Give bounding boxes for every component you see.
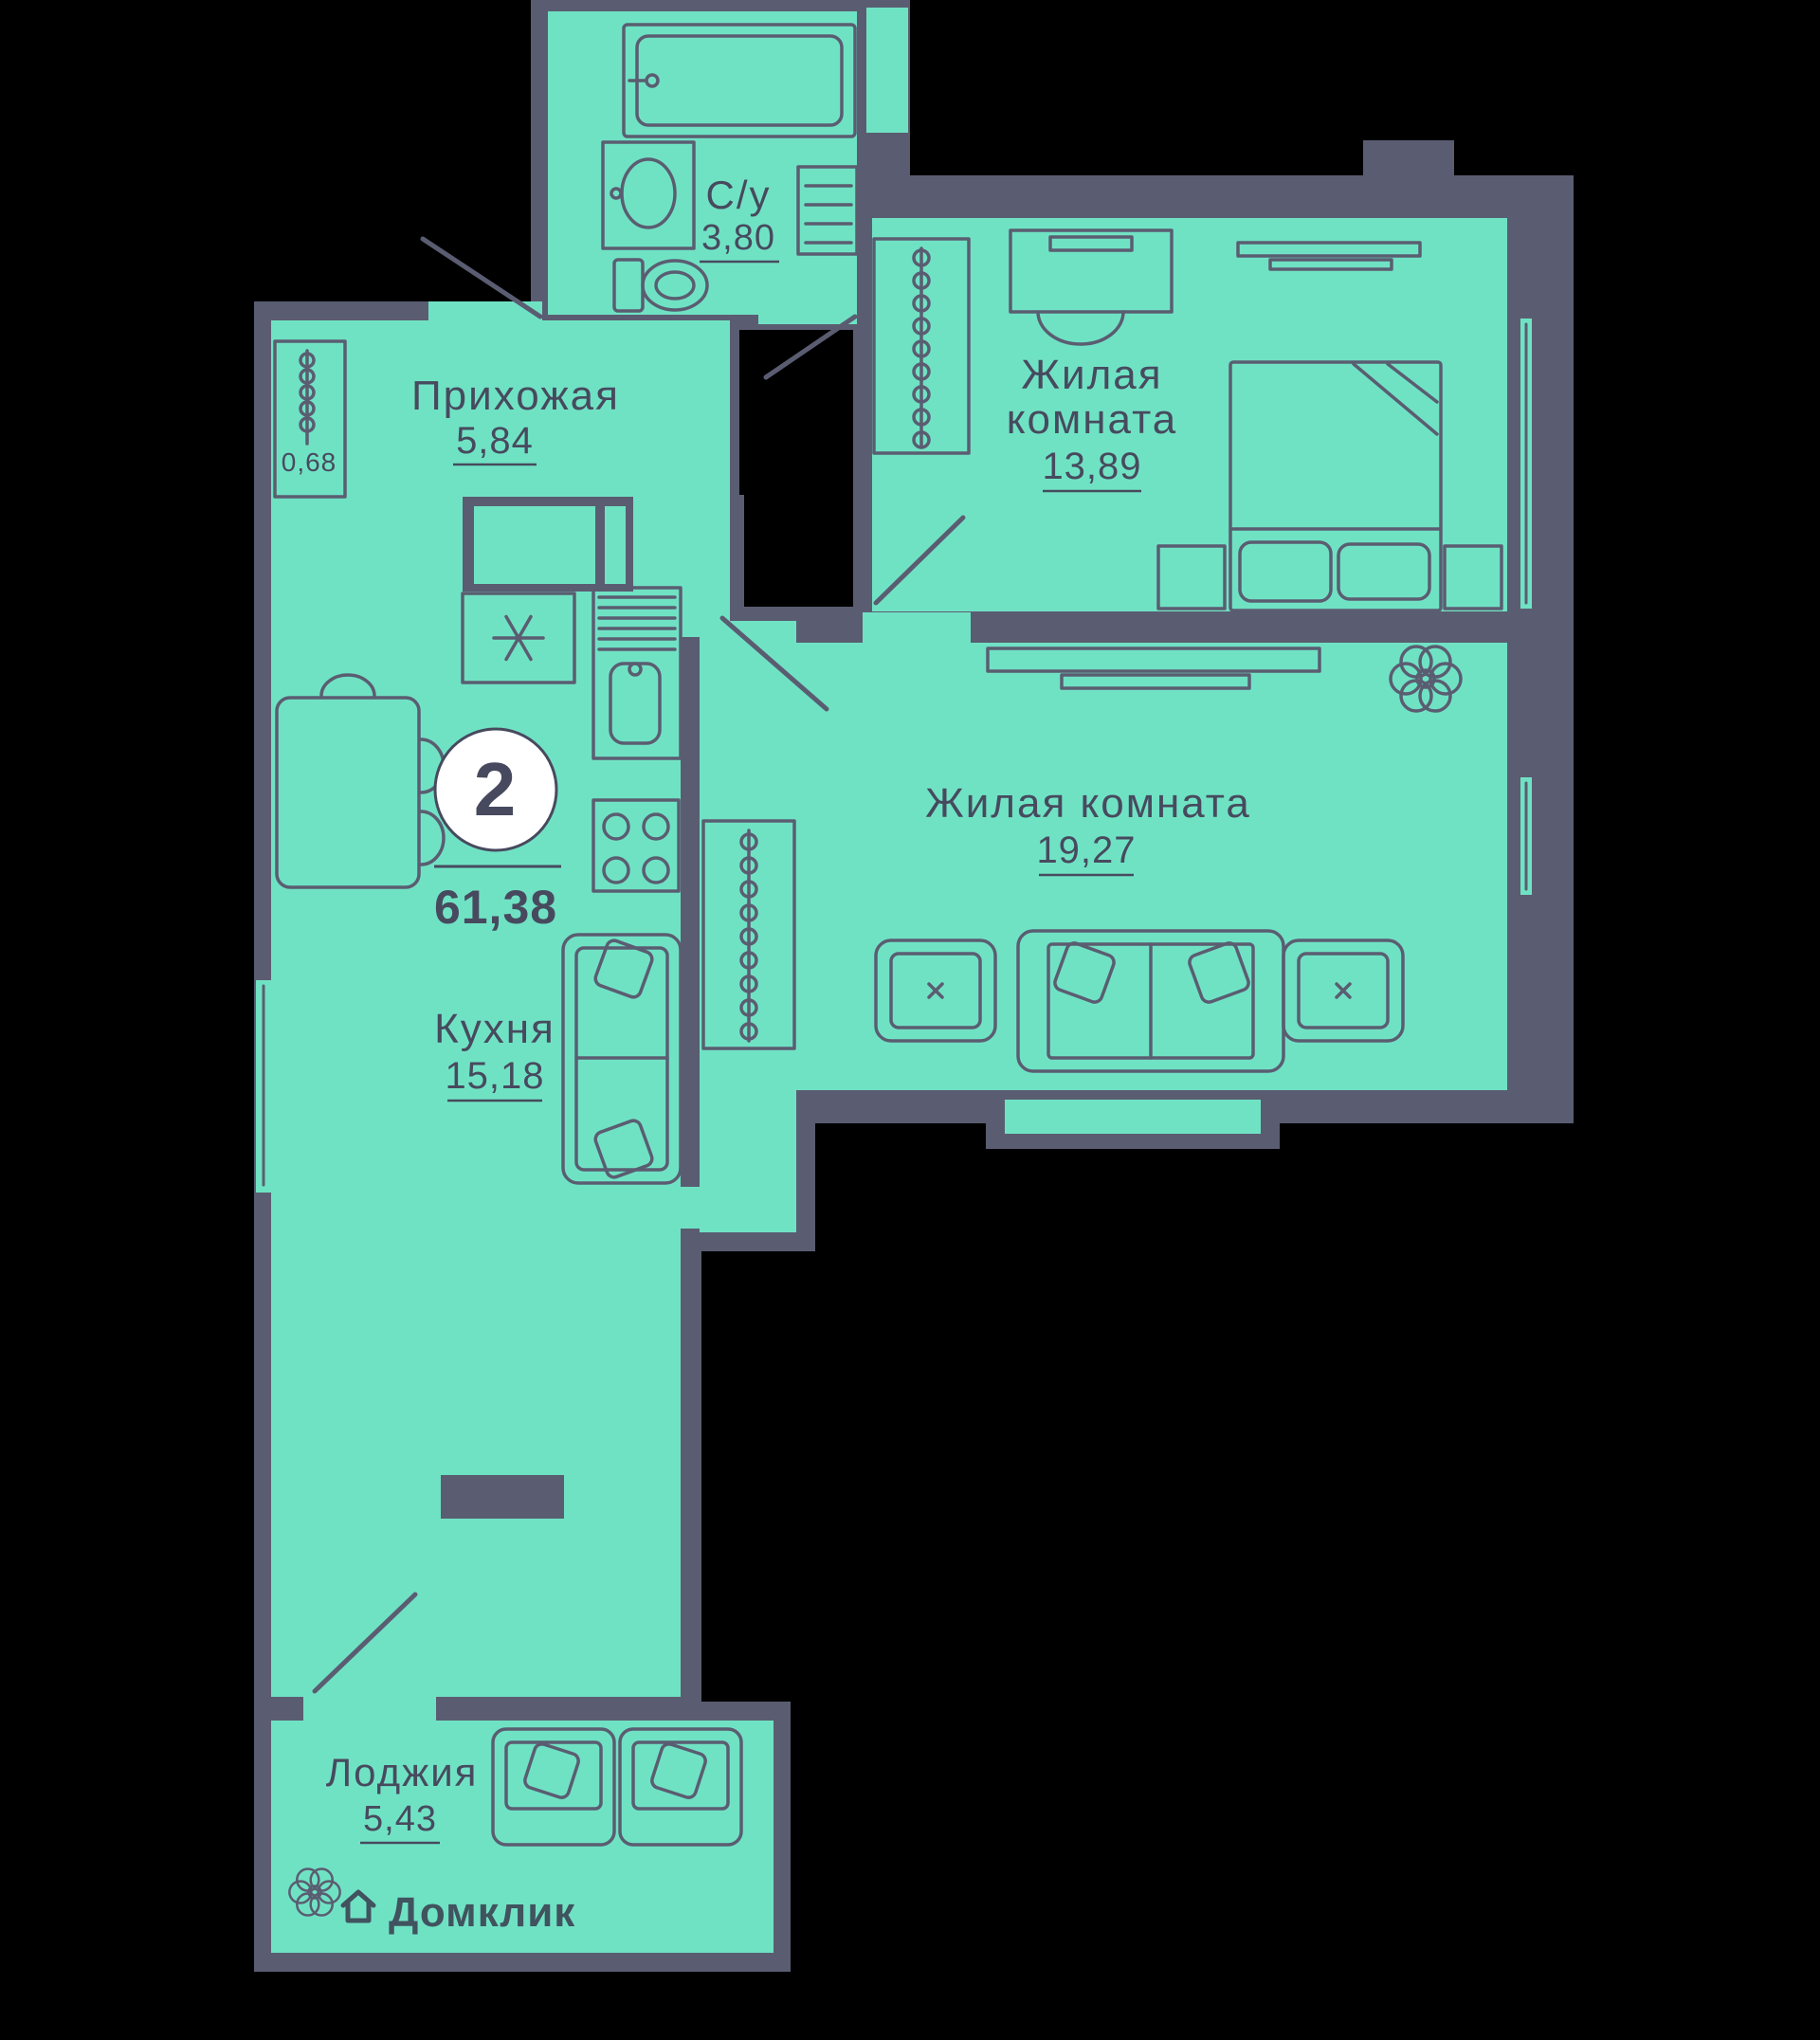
doorway-bathroom — [758, 313, 857, 324]
living-area: 19,27 — [1036, 829, 1136, 871]
nightstand-left-icon — [1156, 544, 1227, 610]
door-swings — [312, 236, 966, 1694]
living-name: Жилая комната — [925, 780, 1251, 827]
bathroom-door-swing — [763, 314, 858, 380]
kitchen-area: 15,18 — [445, 1055, 544, 1097]
wall-stub-kitchen — [441, 1475, 564, 1519]
room-count-badge — [433, 727, 558, 852]
armchair-right-icon — [1282, 938, 1405, 1043]
kitchen-sofa-icon — [561, 933, 682, 1185]
wall-stub-bedroom-top — [1363, 140, 1454, 178]
loggia-door-swing — [312, 1592, 418, 1694]
tv-console-icon — [986, 647, 1321, 690]
living-door-swing — [719, 615, 829, 712]
doorway-bedroom — [863, 612, 971, 645]
loggia-area: 5,43 — [363, 1799, 437, 1839]
bedroom-area: 13,89 — [1042, 446, 1141, 487]
bedroom-name-line1: Жилая — [1021, 352, 1162, 398]
loggia-sofa-right-icon — [618, 1727, 743, 1847]
loggia-name: Лоджия — [326, 1750, 479, 1794]
room-count: 2 — [474, 747, 519, 831]
balcony-door-slot — [1005, 1100, 1261, 1134]
corridor-wardrobe-icon — [701, 819, 796, 1050]
desk-chair-icon — [1036, 310, 1125, 346]
niche-box-small — [605, 506, 626, 584]
room-fill-shaft — [866, 8, 908, 133]
bathroom-name: С/у — [706, 173, 772, 217]
hallway-area: 5,84 — [456, 420, 534, 462]
watermark: Домклик — [340, 1889, 575, 1936]
bedroom-wardrobe-icon — [872, 237, 971, 455]
room-fill-bathroom — [548, 11, 857, 315]
bed-icon — [1228, 360, 1443, 612]
doorway-kitchen-corridor — [673, 1187, 711, 1229]
snowflake-icon — [492, 614, 545, 662]
desk-icon — [1009, 228, 1174, 314]
bathtub-icon — [622, 23, 857, 138]
doorway-loggia — [303, 1691, 436, 1725]
niche-area: 0,68 — [282, 447, 337, 477]
armchair-left-icon — [874, 938, 997, 1043]
stove-icon — [592, 798, 681, 893]
room-fill-hallway — [271, 320, 730, 495]
window-lines — [262, 322, 1528, 1187]
total-area: 61,38 — [434, 881, 557, 934]
hallway-name: Прихожая — [411, 373, 620, 419]
toilet-icon — [612, 258, 709, 313]
kitchen-sink-icon — [592, 586, 682, 760]
brand-name: Домклик — [389, 1889, 575, 1936]
brand-logo-icon — [340, 1889, 376, 1923]
loggia-sofa-left-icon — [491, 1727, 616, 1847]
nightstand-right-icon — [1443, 544, 1503, 610]
bathroom-area: 3,80 — [701, 218, 775, 258]
bathroom-sink-icon — [601, 140, 696, 250]
niche-box-large — [474, 506, 595, 584]
plant-icon — [1389, 645, 1463, 713]
bedroom-tv-shelf-icon — [1236, 241, 1422, 271]
room-fill-loggia — [271, 1721, 774, 1953]
bedroom-door-swing — [873, 515, 966, 606]
washer-icon — [796, 165, 859, 256]
loggia-plant-icon — [288, 1867, 341, 1917]
entrance-door-swing — [420, 236, 543, 319]
coat-rack-icon — [273, 339, 347, 499]
fridge-icon — [461, 592, 576, 684]
kitchen-name: Кухня — [434, 1006, 555, 1052]
bedroom-name-line2: комната — [1007, 396, 1177, 443]
